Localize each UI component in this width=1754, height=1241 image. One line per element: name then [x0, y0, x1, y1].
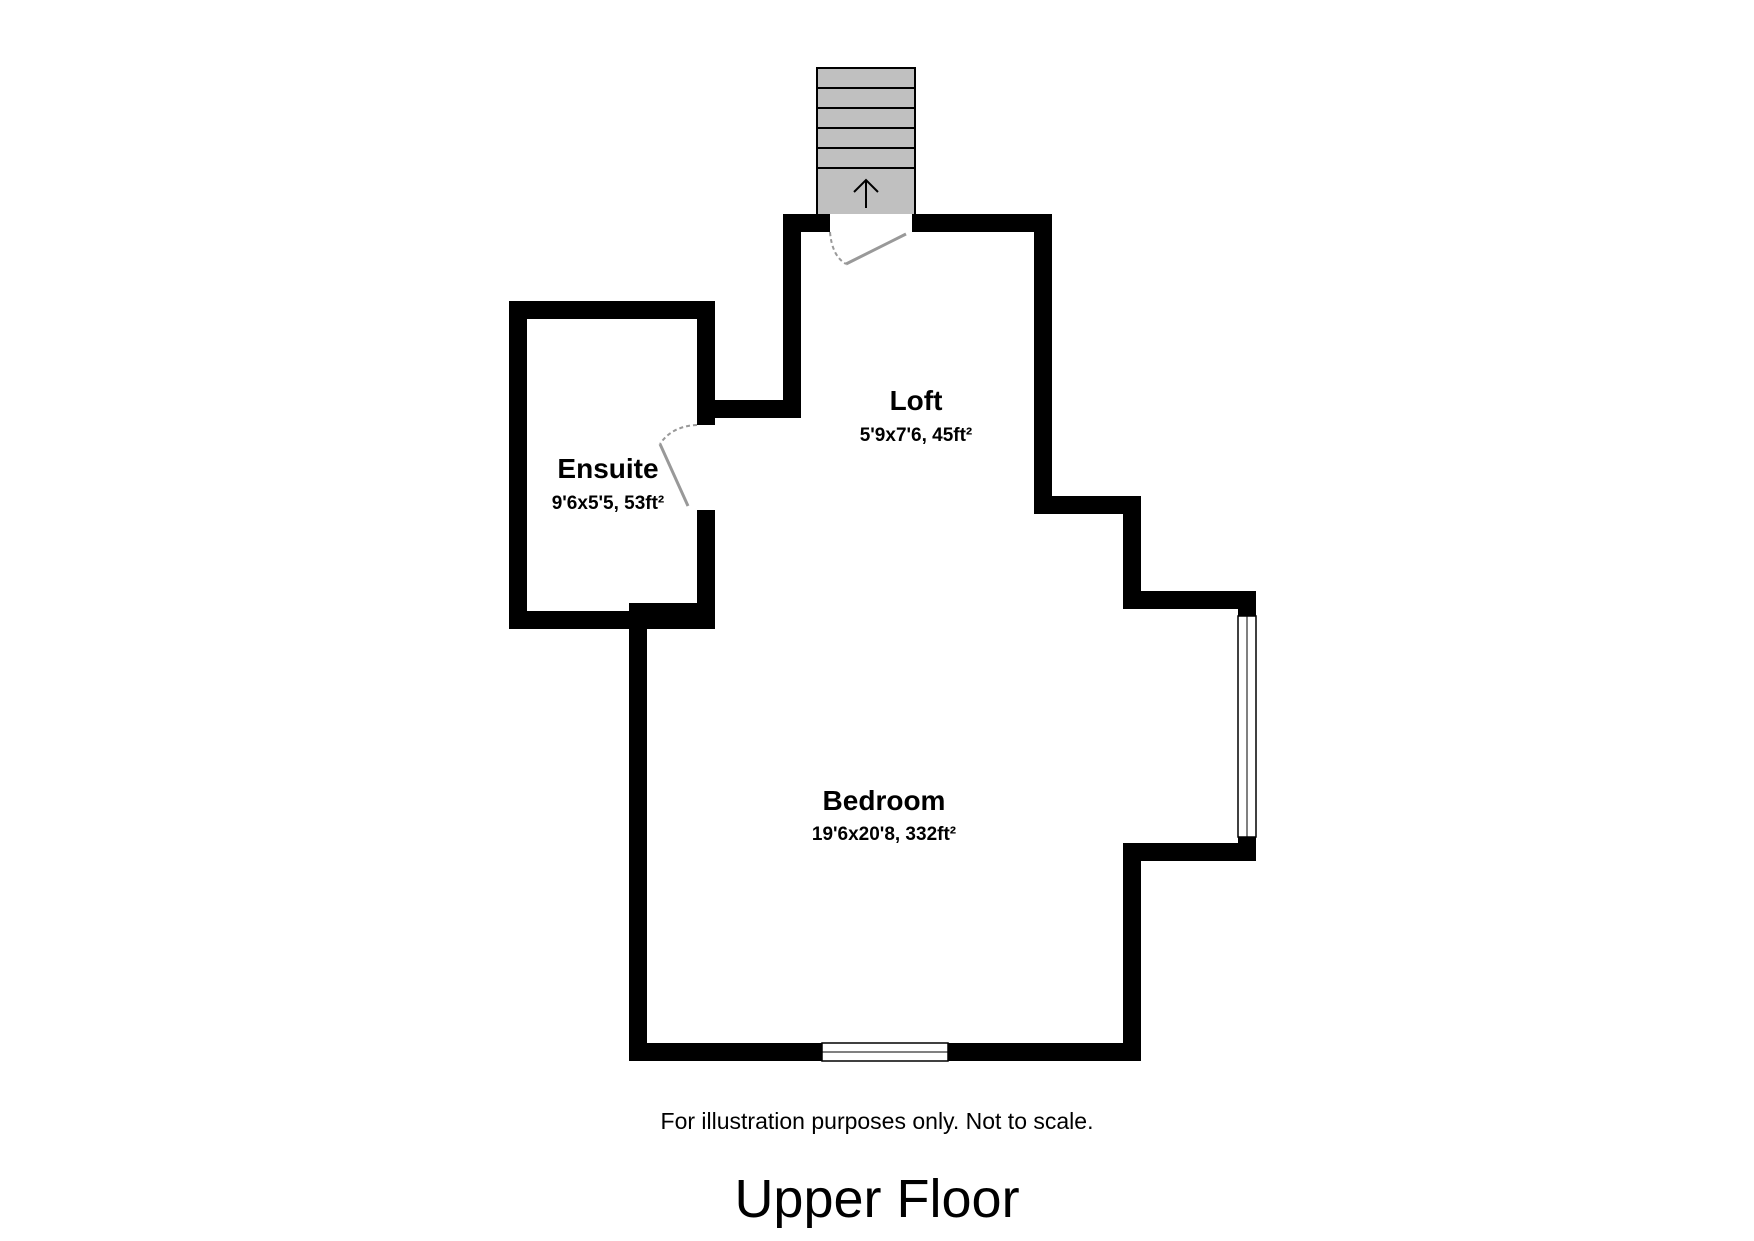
loft-door [829, 214, 912, 266]
window-bottom [821, 1042, 949, 1062]
room-dimensions-bedroom: 19'6x20'8, 332ft² [812, 824, 956, 845]
floor-title: Upper Floor [734, 1169, 1020, 1229]
disclaimer-note: For illustration purposes only. Not to s… [660, 1108, 1094, 1134]
arrow-up-icon [853, 178, 879, 208]
walls-ensuite [509, 301, 715, 629]
ensuite-door [658, 424, 715, 510]
walls-main [629, 214, 1256, 1061]
room-name-loft: Loft [890, 385, 943, 416]
room-name-ensuite: Ensuite [557, 453, 658, 484]
staircase [816, 67, 916, 217]
room-name-bedroom: Bedroom [823, 785, 946, 816]
window-right [1237, 615, 1257, 838]
room-dimensions-loft: 5'9x7'6, 45ft² [860, 425, 973, 446]
room-dimensions-ensuite: 9'6x5'5, 53ft² [552, 493, 665, 514]
